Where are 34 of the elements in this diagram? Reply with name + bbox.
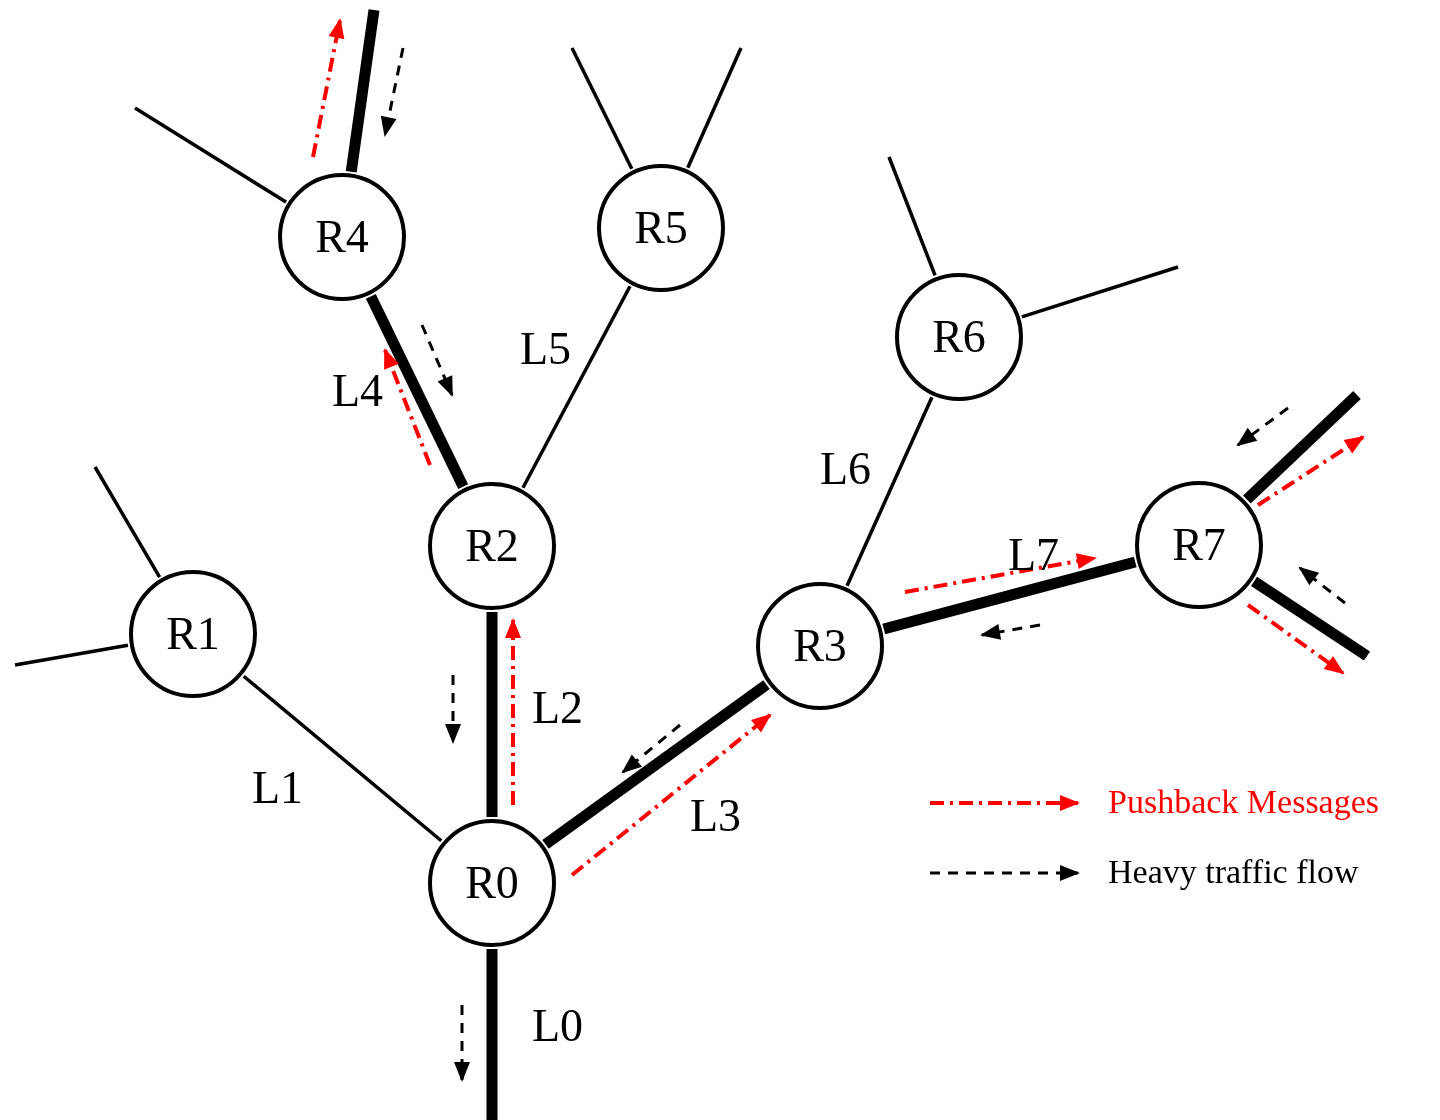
link-line xyxy=(1251,576,1371,661)
link-line xyxy=(134,106,287,204)
legend-label: Heavy traffic flow xyxy=(1108,855,1359,889)
link-line xyxy=(542,680,770,849)
router-label: R4 xyxy=(315,214,369,260)
link-line xyxy=(570,47,634,170)
link-line xyxy=(242,674,443,843)
router-label: R7 xyxy=(1172,522,1226,568)
link-line xyxy=(521,285,632,489)
edge-label: L6 xyxy=(820,446,872,492)
link-line xyxy=(486,612,498,817)
router-label: R2 xyxy=(465,523,519,569)
edge-label: L0 xyxy=(532,1003,584,1049)
router-label: R0 xyxy=(465,860,519,906)
link-line xyxy=(845,396,934,587)
link-line xyxy=(882,556,1137,635)
edge-label: L4 xyxy=(332,368,384,414)
link-line xyxy=(1021,265,1179,319)
link-line xyxy=(14,643,129,667)
edge-label: L5 xyxy=(520,326,572,372)
edge-label: L2 xyxy=(532,685,584,731)
link-line xyxy=(1243,391,1361,504)
edge-label: L1 xyxy=(252,765,304,811)
legend-label: Pushback Messages xyxy=(1108,785,1380,819)
router-label: R5 xyxy=(634,205,688,251)
link-line xyxy=(686,47,743,169)
router-label: R3 xyxy=(793,623,847,669)
link-line xyxy=(93,466,162,578)
link-line xyxy=(486,949,498,1120)
router-label: R6 xyxy=(932,314,986,360)
link-line xyxy=(887,156,937,277)
edge-label: L3 xyxy=(690,793,742,839)
edge-label: L7 xyxy=(1008,532,1060,578)
router-label: R1 xyxy=(166,611,220,657)
